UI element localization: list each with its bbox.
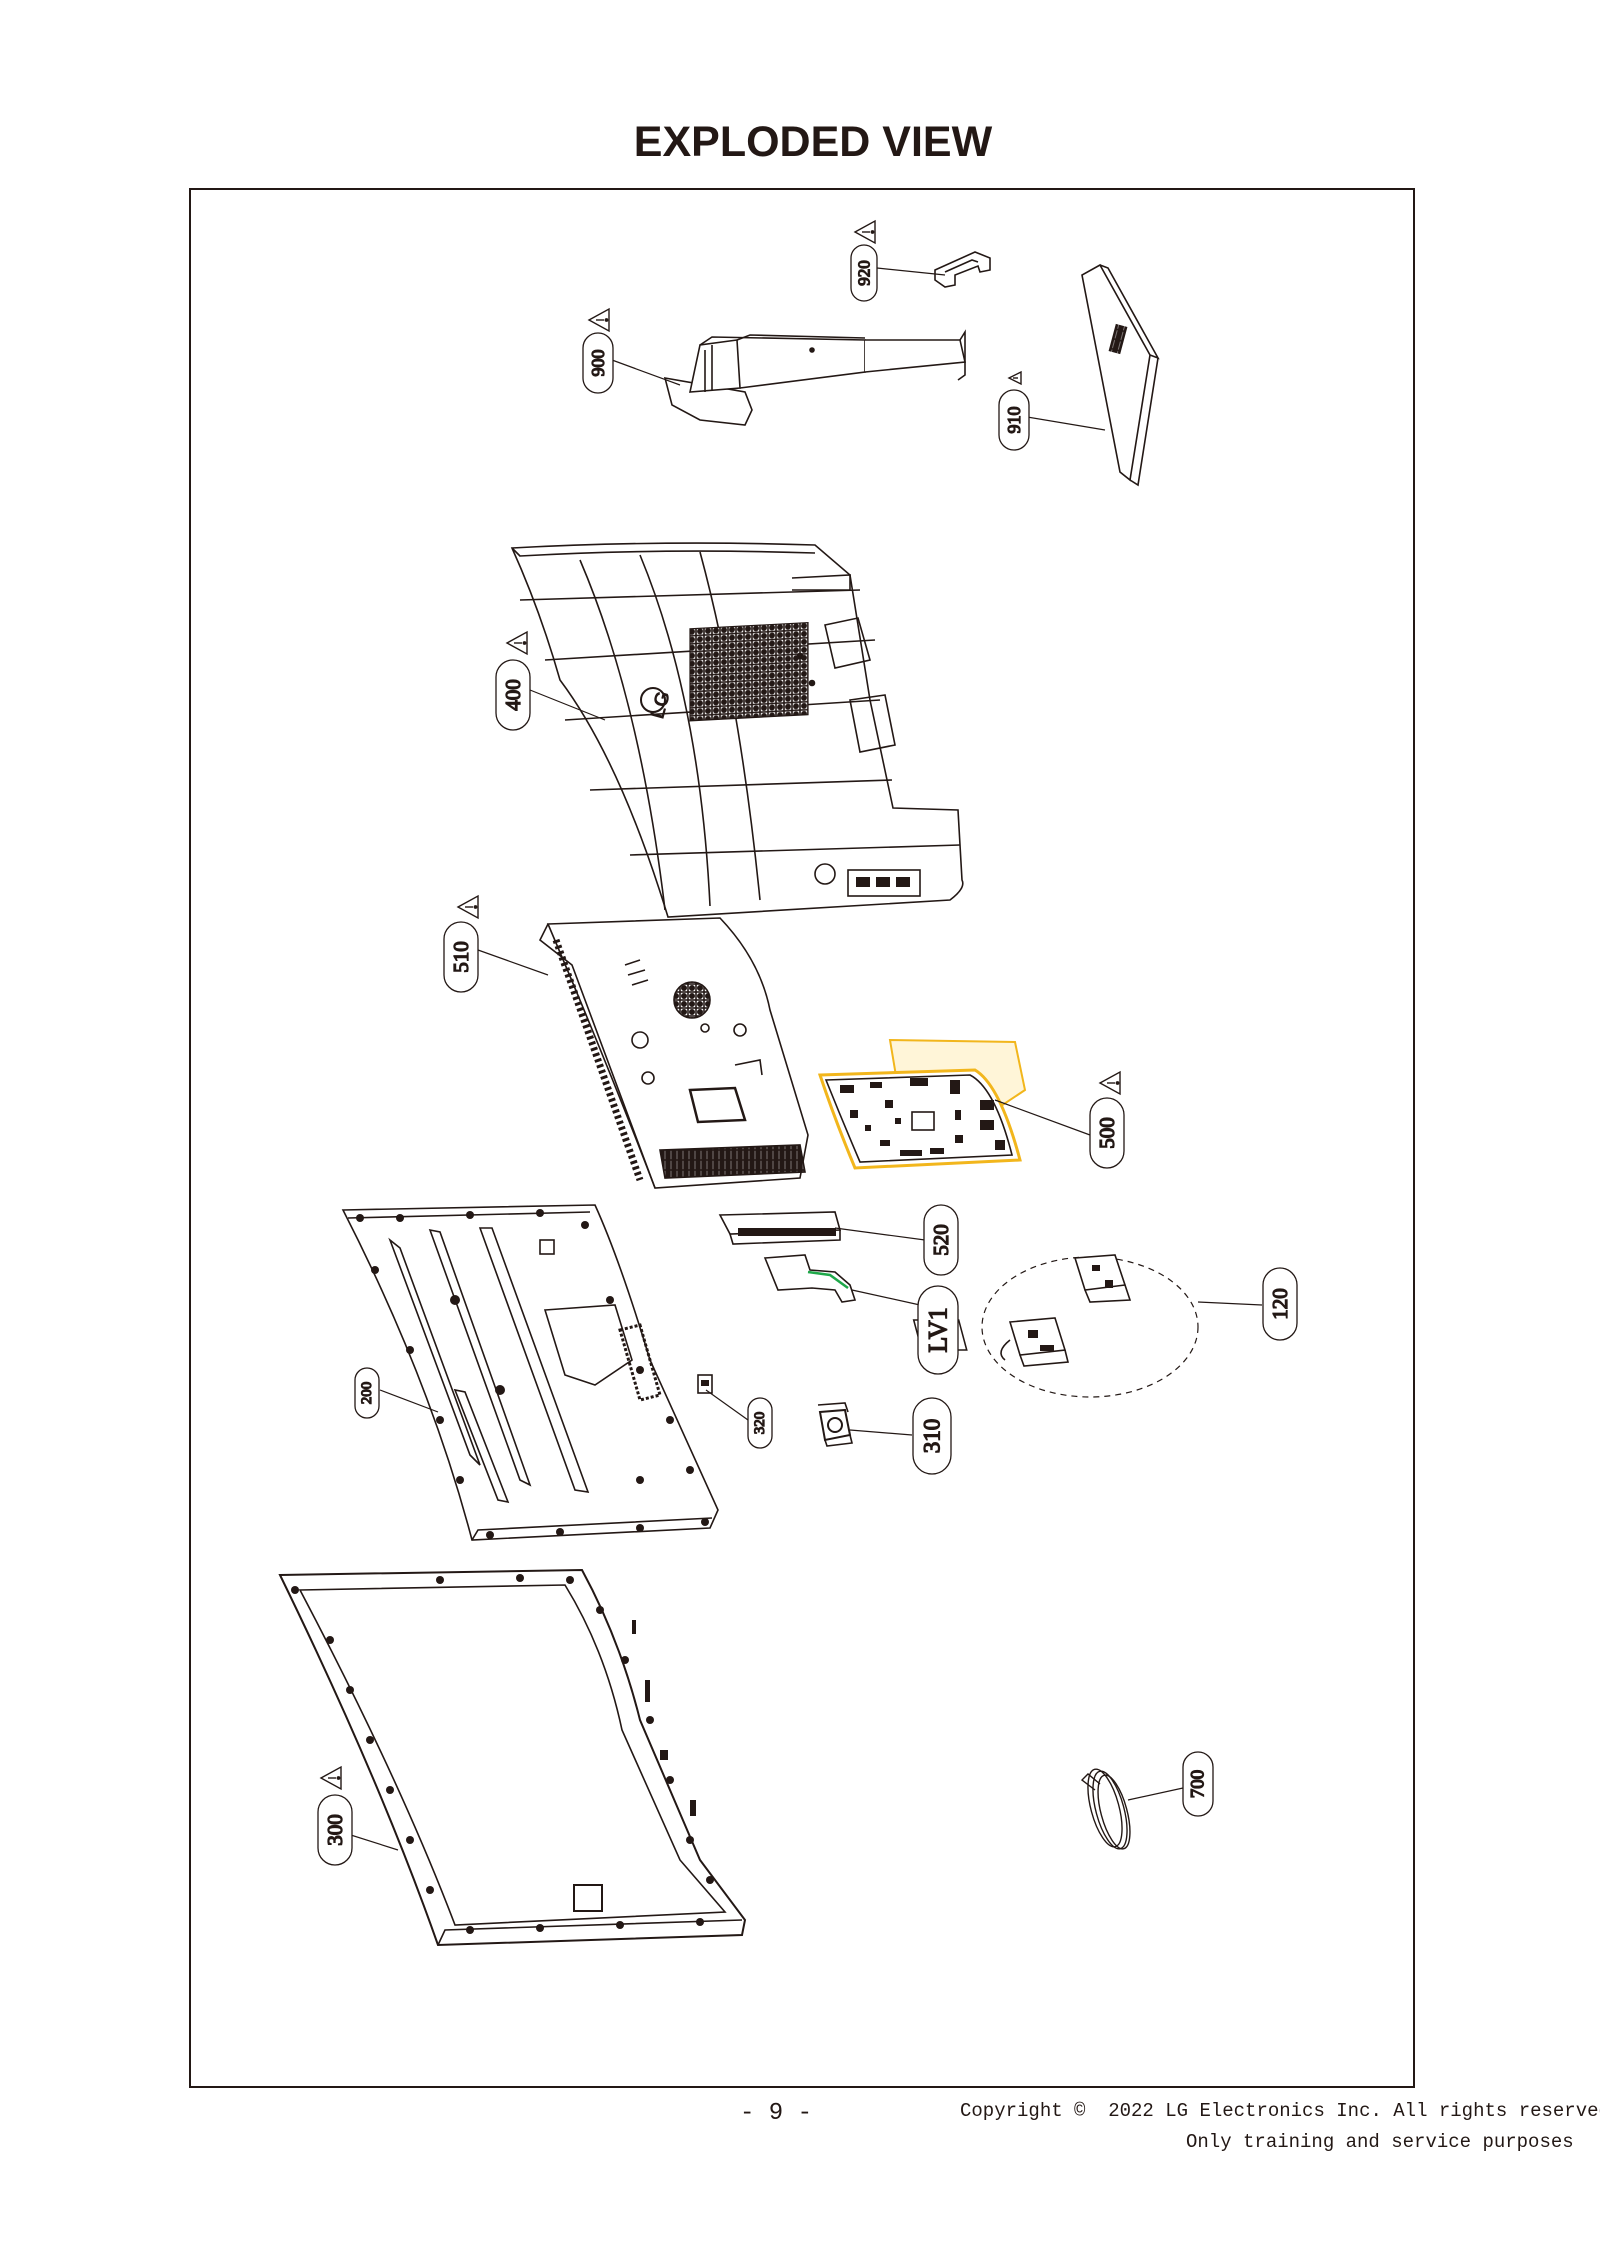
callout-400: 400 [495, 659, 531, 731]
svg-text:910: 910 [1004, 407, 1024, 434]
part-320-led-assy [697, 1374, 713, 1394]
svg-text:LV1: LV1 [924, 1307, 953, 1352]
warning-icon [456, 894, 479, 920]
warning-icon [319, 1765, 342, 1791]
svg-text:520: 520 [929, 1224, 953, 1256]
drawing-frame [189, 188, 1415, 2088]
warning-icon [587, 307, 610, 333]
part-700-power-cord [1080, 1768, 1131, 1850]
callout-120: 120 [1262, 1267, 1298, 1341]
callout-500: 500 [1089, 1097, 1125, 1169]
part-510-power-board [538, 917, 809, 1189]
svg-text:200: 200 [359, 1382, 375, 1405]
svg-text:320: 320 [752, 1412, 768, 1435]
part-200-rear-frame [341, 1204, 968, 1541]
part-520-bracket [718, 1211, 842, 1245]
usage-notice: Only training and service purposes [1186, 2131, 1574, 2153]
svg-text:700: 700 [1188, 1770, 1209, 1799]
callout-200: 200 [354, 1367, 380, 1419]
warning-icon [1007, 370, 1022, 386]
svg-text:500: 500 [1095, 1117, 1119, 1149]
part-120-speaker-set [981, 1254, 1199, 1398]
warning-icon [505, 630, 528, 656]
part-lv1-cable [763, 1254, 857, 1303]
part-900-stand-body [663, 329, 966, 426]
copyright-notice: Copyright © 2022 LG Electronics Inc. All… [960, 2100, 1600, 2122]
warning-icon [1098, 1070, 1121, 1096]
svg-text:400: 400 [501, 679, 525, 711]
warning-icon [853, 219, 876, 245]
svg-text:900: 900 [588, 350, 608, 377]
callout-520: 520 [923, 1204, 959, 1276]
callout-lv1: LV1 [917, 1285, 959, 1375]
part-310-joystick-button [817, 1402, 853, 1447]
part-910-stand-base [1081, 263, 1160, 487]
page-title: EXPLODED VIEW [633, 118, 993, 166]
svg-text:120: 120 [1268, 1288, 1292, 1320]
callouts: 920 900 910 400 510 500 520 LV1 [317, 244, 1298, 1866]
callout-700: 700 [1182, 1751, 1214, 1817]
page-number: - 9 - [740, 2100, 813, 2127]
part-400-back-cover: LG [510, 542, 964, 918]
svg-text:310: 310 [920, 1419, 945, 1454]
part-920-stand-cover [934, 251, 991, 288]
part-500-main-board [817, 1038, 1027, 1170]
callout-920: 920 [850, 244, 878, 302]
part-300-front-cabinet [278, 1568, 747, 1947]
svg-text:920: 920 [855, 260, 874, 286]
svg-text:300: 300 [323, 1814, 347, 1846]
callout-900: 900 [582, 332, 614, 394]
callout-310: 310 [912, 1397, 952, 1475]
leader-lines [334, 267, 1263, 1851]
callout-510: 510 [443, 921, 479, 993]
safety-warning-marks [319, 219, 1121, 1791]
callout-300: 300 [317, 1794, 353, 1866]
callout-910: 910 [998, 389, 1030, 451]
callout-320: 320 [747, 1397, 773, 1449]
svg-text:510: 510 [449, 941, 473, 973]
